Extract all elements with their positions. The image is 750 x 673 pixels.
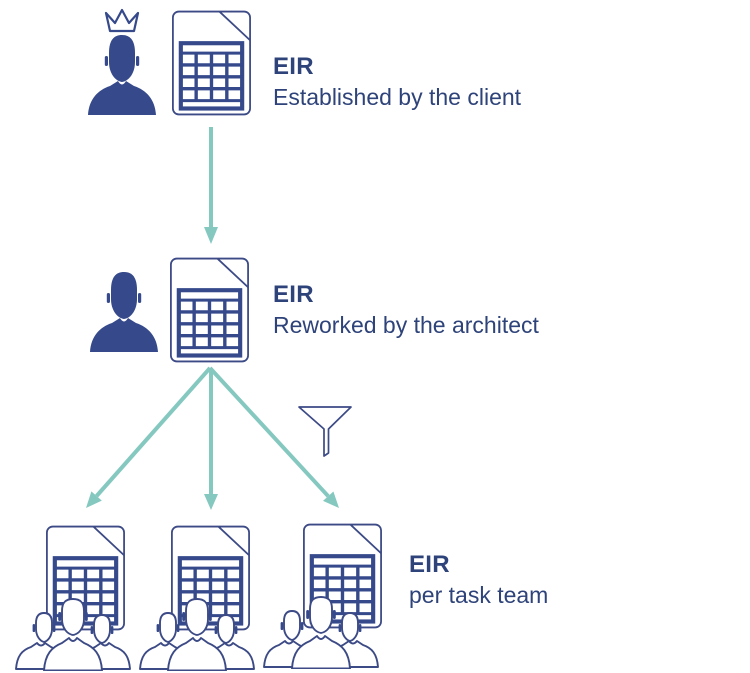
architect-eir-document-icon <box>170 257 249 363</box>
eir-title: EIR <box>409 551 450 578</box>
funnel-icon <box>298 406 352 457</box>
table-grid <box>176 288 243 358</box>
team-group-icon <box>15 598 131 671</box>
crown-icon <box>104 8 140 33</box>
eir-title: EIR <box>273 53 314 80</box>
folded-corner <box>349 523 382 554</box>
architect-label: EIR Reworked by the architect <box>273 281 539 339</box>
client-label: EIR Established by the client <box>273 53 521 111</box>
fan-arrows-icon <box>86 366 339 510</box>
folded-corner <box>92 525 125 556</box>
eir-subtitle: per task team <box>409 582 549 608</box>
client-eir-document-icon <box>172 10 251 116</box>
architect-person-icon <box>90 272 158 352</box>
team-group-icon <box>139 598 255 671</box>
folded-corner <box>217 525 250 556</box>
client-crowned-person-icon <box>88 8 156 115</box>
down-arrow-icon <box>204 127 218 244</box>
team-group-icon <box>263 596 379 669</box>
eir-title: EIR <box>273 281 314 308</box>
folded-corner <box>218 10 251 41</box>
eir-subtitle: Established by the client <box>273 84 522 110</box>
eir-subtitle: Reworked by the architect <box>273 312 539 338</box>
table-grid <box>178 41 245 111</box>
folded-corner <box>216 257 249 288</box>
task-team-label: EIR per task team <box>409 551 548 609</box>
